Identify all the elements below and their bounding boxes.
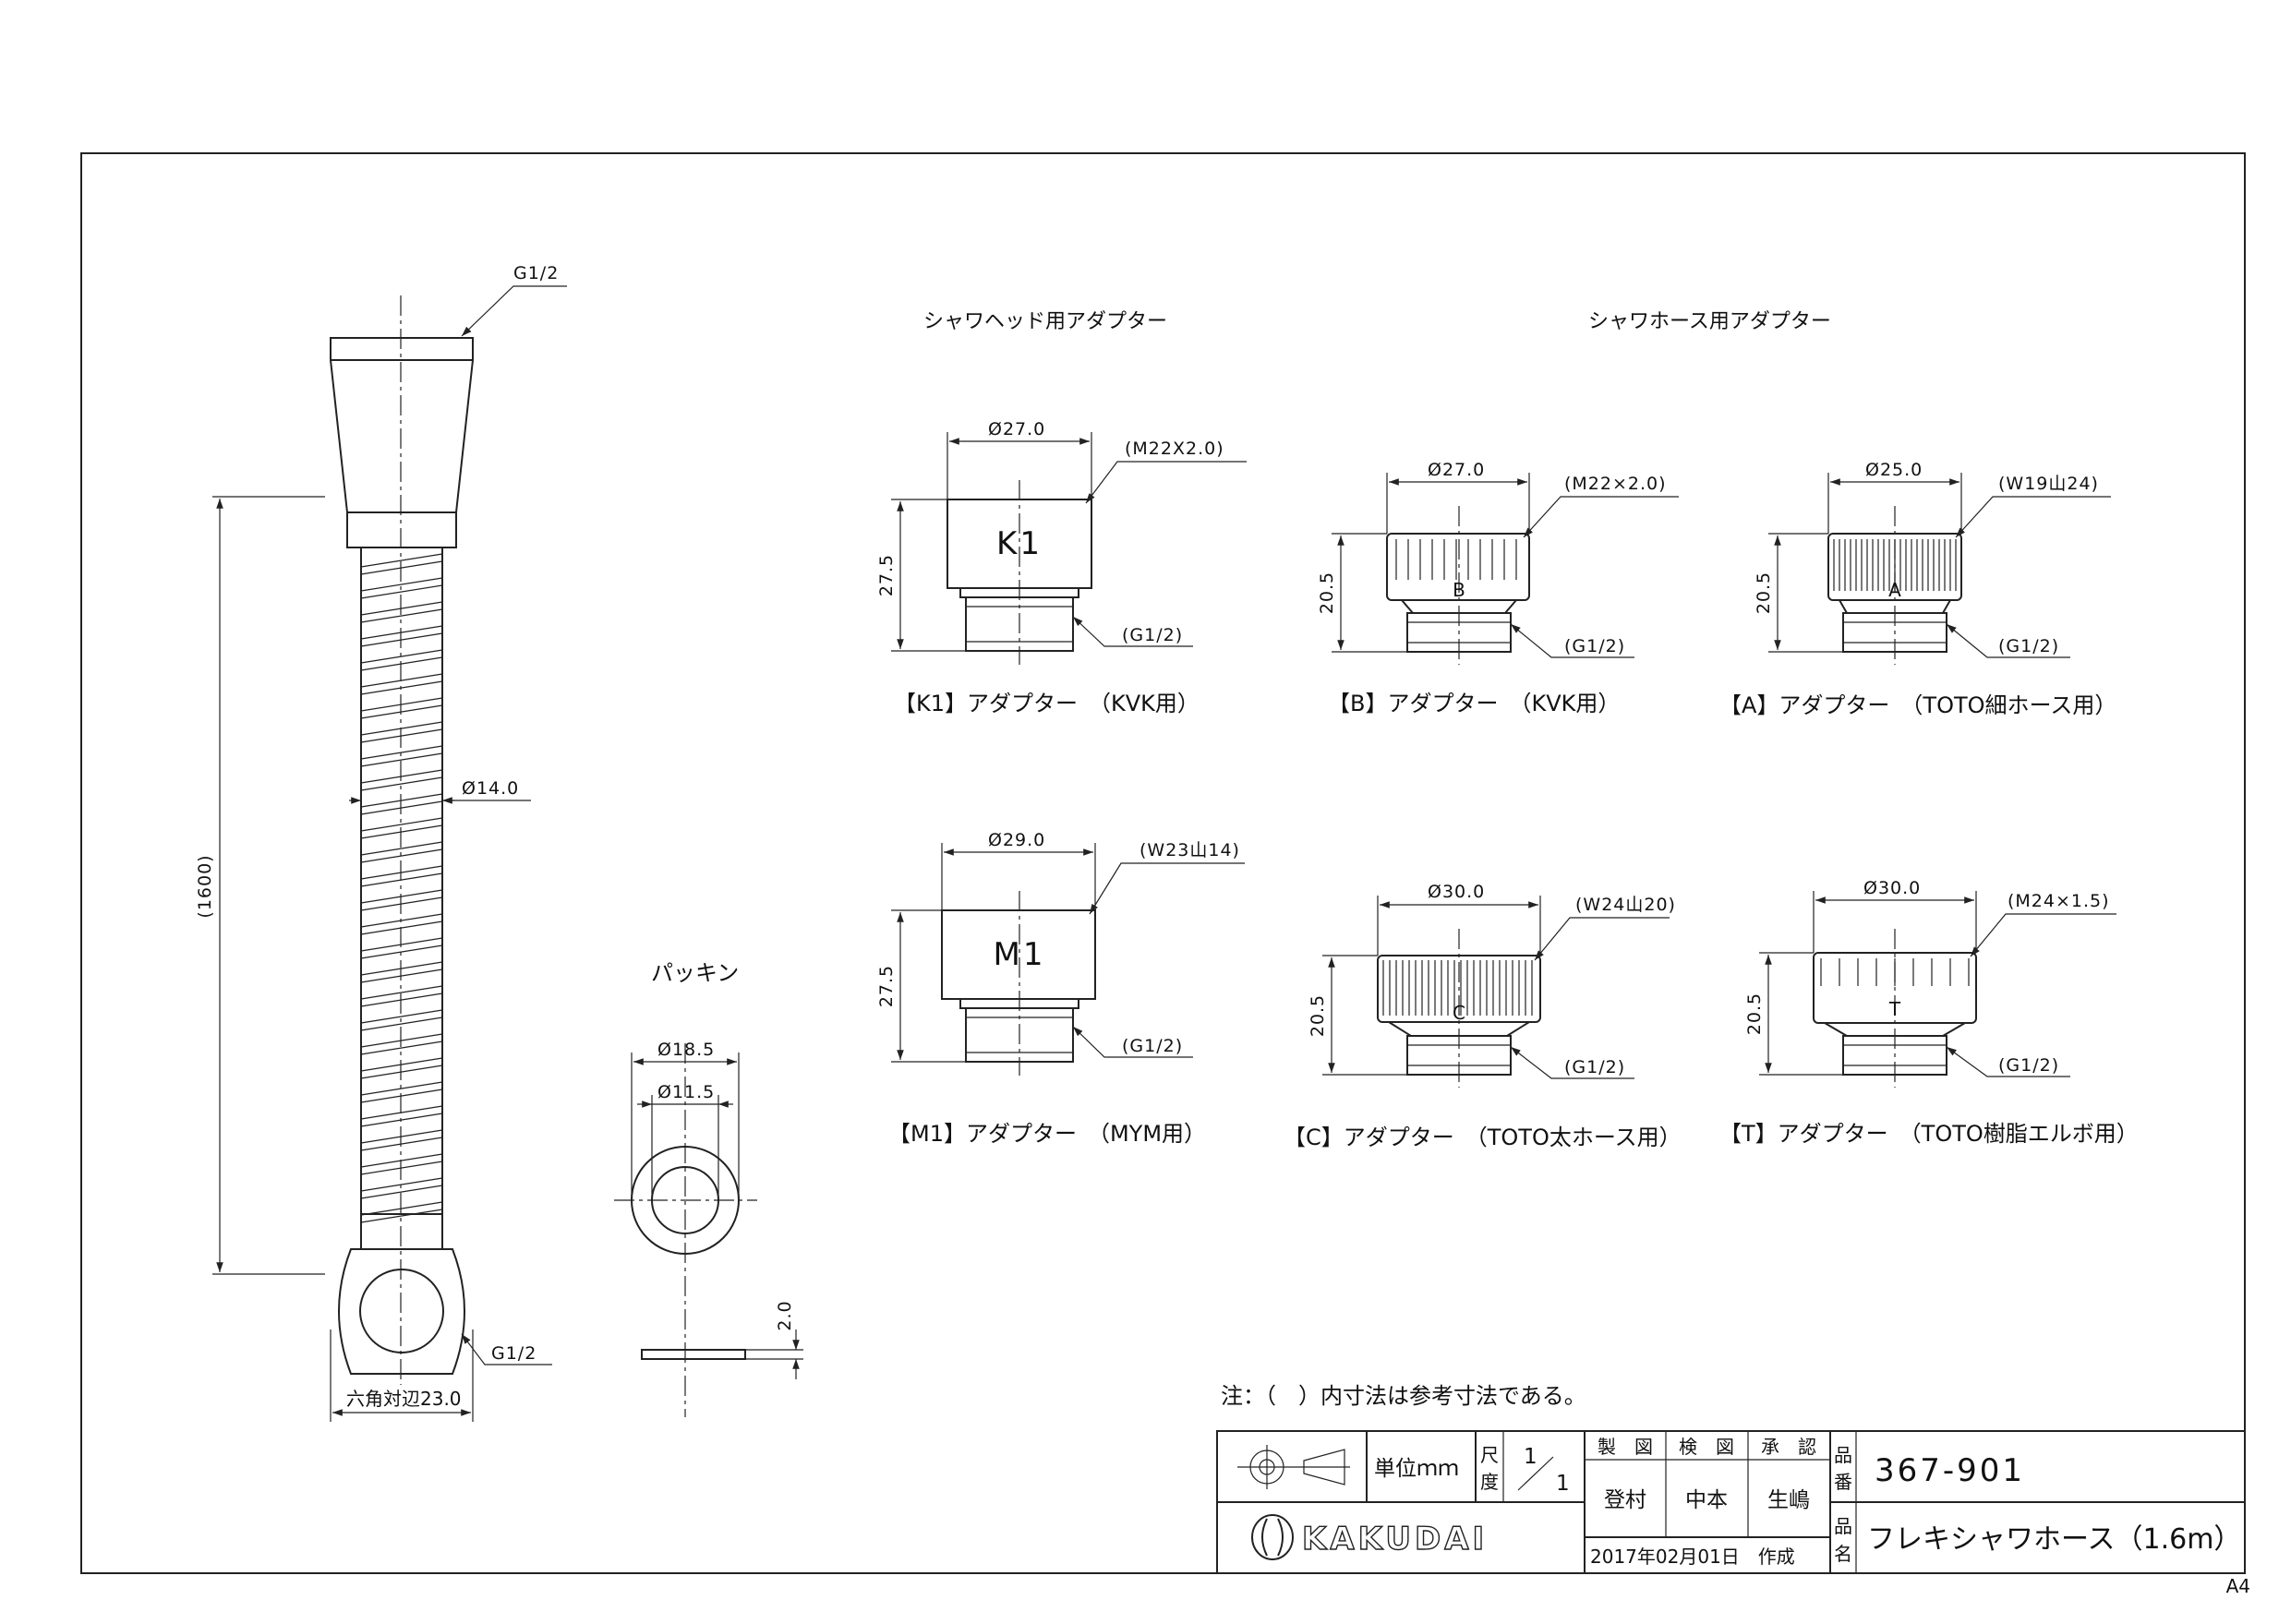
hose-length-label: (1600) [195,854,215,918]
adapter-k1-bottom: (G1/2) [1122,625,1183,645]
adapter-k1-height: 27.5 [876,554,897,596]
packing-title: パッキン [651,960,739,986]
kakudai-logo: KAKUDAI [1251,1514,1488,1560]
adapter-b-height: 20.5 [1317,571,1337,614]
part-number: 367-901 [1875,1452,2025,1489]
approved-label: 承 認 [1761,1436,1816,1458]
adapter-b: B Ø27.0 (M22×2.0) 20.5 (G1/2) 【B】アダプター （… [1317,460,1679,716]
section-hose-adapters: シャワホース用アダプター [1588,310,1831,333]
adapter-c: C Ø30.0 (W24山20) 20.5 (G1/2) 【C】アダプター （T… [1284,882,1682,1150]
title-block: 単位ｍｍ 尺 度 1 1 製 図 検 図 承 認 登村 中本 生嶋 2017年0… [1216,1430,2246,1574]
adapter-a-caption: 【A】アダプター （TOTO細ホース用） [1719,692,2116,718]
hose-hex-nut [338,1248,465,1375]
reference-dimension-note: 注：（ ）内寸法は参考寸法である。 [1221,1383,1586,1409]
product-name: フレキシャワホース（1.6m） [1867,1523,2241,1556]
hose-diameter-label: Ø14.0 [462,778,519,799]
hose-corrugation [360,553,443,1223]
adapter-a-height: 20.5 [1754,571,1774,614]
company-name: KAKUDAI [1302,1521,1488,1558]
adapter-b-bottom: (G1/2) [1564,636,1625,656]
sheet-border [80,152,2246,1574]
scale-label-1: 尺 [1480,1444,1499,1466]
adapter-t-height: 20.5 [1744,992,1765,1035]
adapter-m1-caption: 【M1】アダプター （MYM用） [888,1121,1206,1147]
adapter-b-dia: Ø27.0 [1428,460,1485,480]
adapter-t: T Ø30.0 (M24×1.5) 20.5 (G1/2) 【T】アダプター （… [1719,878,2139,1147]
hose-top-cone [330,359,474,513]
adapter-k1-mark: K1 [996,525,1043,562]
hose-top-cap [330,337,474,361]
scale-numerator: 1 [1524,1445,1537,1469]
hose-hex-face [359,1269,444,1353]
created-date: 2017年02月01日 作成 [1590,1546,1795,1568]
adapter-t-dia: Ø30.0 [1863,878,1921,898]
name-label-2: 名 [1834,1543,1852,1565]
adapter-c-thread: (W24山20) [1575,895,1676,915]
adapter-m1-thread: (W23山14) [1139,840,1240,860]
adapter-m1: M1 Ø29.0 (W23山14) 27.5 (G1/2) 【M1】アダプター … [876,830,1245,1147]
hose-top-collar [346,511,457,548]
adapter-c-mark: C [1453,1002,1465,1024]
adapter-b-caption: 【B】アダプター （KVK用） [1328,691,1620,716]
adapter-b-mark: B [1453,579,1465,601]
scale-denominator: 1 [1556,1472,1570,1496]
adapter-t-thread: (M24×1.5) [2008,891,2110,911]
scale-label-2: 度 [1480,1471,1499,1493]
checked-by: 中本 [1685,1488,1728,1512]
adapter-a-dia: Ø25.0 [1865,460,1923,480]
adapter-t-caption: 【T】アダプター （TOTO樹脂エルボ用） [1719,1121,2139,1147]
adapter-a-thread: (W19山24) [1998,474,2099,494]
unit-label: 単位ｍｍ [1374,1457,1459,1481]
drawn-by: 登村 [1604,1488,1646,1512]
section-head-adapters: シャワヘッド用アダプター [923,310,1167,333]
hose-drawing: G1/2 (1600) Ø14.0 G1/2 六角対辺23.0 [195,263,567,1422]
packing-side-view [641,1349,746,1360]
adapter-k1-thread: (M22X2.0) [1125,439,1224,459]
part-no-label-1: 品 [1834,1444,1852,1466]
adapter-c-dia: Ø30.0 [1428,882,1485,902]
adapter-a: A Ø25.0 (W19山24) 20.5 (G1/2) 【A】アダプター （T… [1719,460,2116,718]
approved-by: 生嶋 [1767,1488,1810,1512]
checked-label: 検 図 [1679,1436,1734,1458]
adapter-c-height: 20.5 [1308,994,1328,1037]
third-angle-projection-icon [1237,1445,1350,1489]
adapter-b-thread: (M22×2.0) [1564,474,1667,494]
name-label-1: 品 [1834,1515,1852,1537]
packing-thickness-label: 2.0 [775,1300,795,1330]
adapter-t-mark: T [1888,998,1901,1020]
adapter-k1: K1 Ø27.0 (M22X2.0) 27.5 (G1/2) 【K1】アダプター… [876,419,1247,716]
packing-drawing: パッキン Ø18.5 Ø11.5 2.0 [614,960,803,1417]
hose-bottom-thread-label: G1/2 [491,1343,537,1364]
packing-inner-label: Ø11.5 [657,1082,715,1102]
packing-outer-label: Ø18.5 [657,1040,715,1060]
hose-bottom-collar [360,1213,443,1250]
adapter-m1-height: 27.5 [876,965,897,1007]
hose-body [360,547,443,1215]
adapter-t-bottom: (G1/2) [1998,1055,2059,1076]
adapter-k1-caption: 【K1】アダプター （KVK用） [894,691,1200,716]
adapter-m1-bottom: (G1/2) [1122,1036,1183,1056]
sheet-size-mark: A4 [2226,1575,2250,1597]
adapter-m1-dia: Ø29.0 [988,830,1045,850]
adapter-c-bottom: (G1/2) [1564,1057,1625,1077]
adapter-a-mark: A [1888,579,1901,601]
adapter-c-caption: 【C】アダプター （TOTO太ホース用） [1284,1125,1682,1150]
adapter-m1-mark: M1 [994,936,1046,973]
adapter-k1-dia: Ø27.0 [988,419,1045,439]
part-no-label-2: 番 [1834,1471,1852,1493]
hose-top-thread-label: G1/2 [513,263,559,283]
adapter-a-bottom: (G1/2) [1998,636,2059,656]
hose-hex-label: 六角対辺23.0 [346,1388,462,1410]
drawn-label: 製 図 [1598,1436,1653,1458]
